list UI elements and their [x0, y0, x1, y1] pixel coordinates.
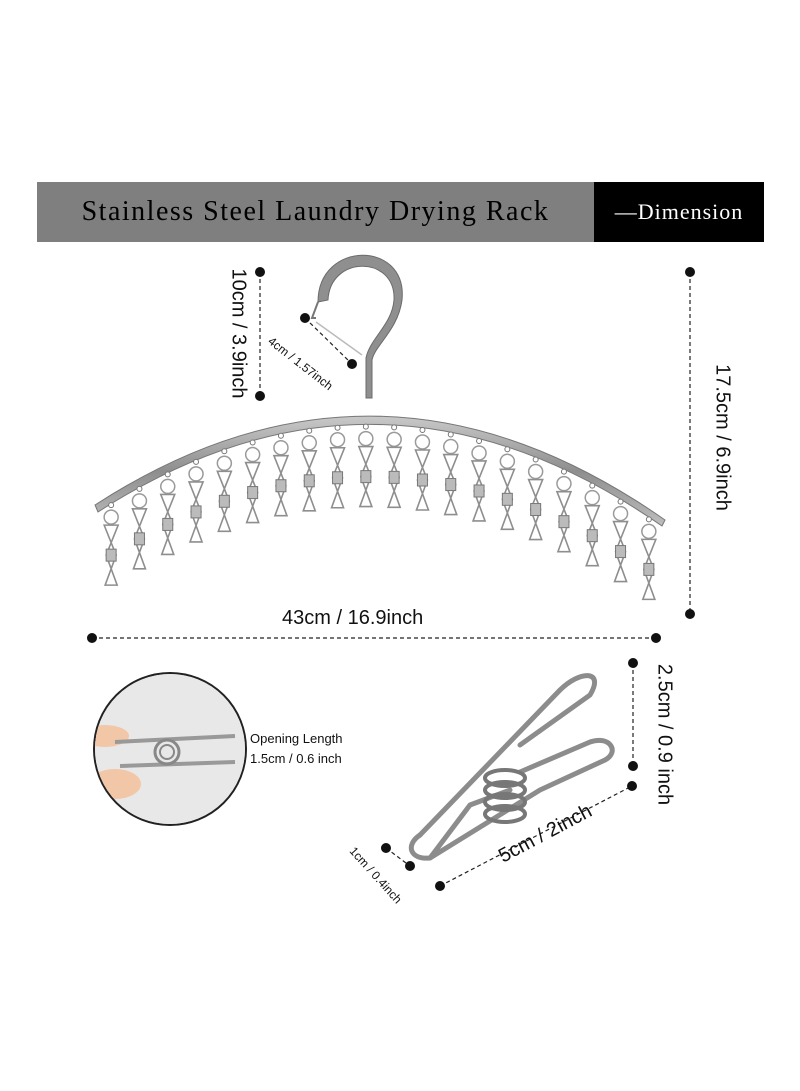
arc-hole: [249, 439, 256, 446]
arc-hole: [532, 456, 539, 463]
arc-hole: [136, 485, 143, 492]
arc-hole: [447, 431, 454, 438]
arc-hole: [645, 516, 652, 523]
arc-hole: [277, 432, 284, 439]
hanging-clip: [640, 523, 658, 601]
hanging-clip: [555, 475, 573, 553]
large-clip-illustration: [408, 673, 615, 861]
hanging-clip: [357, 430, 375, 508]
arc-hole: [306, 427, 313, 434]
hanger-hook: [310, 254, 403, 399]
arc-hole: [193, 458, 200, 465]
label-opening-value: 1.5cm / 0.6 inch: [250, 751, 342, 766]
dimension-lines: [92, 272, 691, 887]
arc-hole: [221, 448, 228, 455]
hanging-clip: [244, 446, 261, 524]
title-banner: Stainless Steel Laundry Drying Rack —Dim…: [37, 182, 764, 242]
banner-tag: —Dimension: [594, 182, 764, 242]
hanging-clip: [102, 509, 120, 586]
hanging-clip: [329, 432, 346, 509]
hanging-clip: [499, 453, 516, 531]
arc-hole: [560, 468, 567, 475]
hanging-clip: [470, 445, 488, 522]
hanging-clip: [414, 434, 431, 511]
banner-title: Stainless Steel Laundry Drying Rack: [37, 182, 594, 242]
arc-hole: [362, 423, 369, 430]
hand-clip-illustration: [95, 674, 245, 824]
hanging-clip: [159, 478, 176, 556]
hanging-clip: [131, 493, 148, 570]
arc-hole: [419, 427, 426, 434]
hanging-clips: [102, 423, 658, 601]
arc-hole: [391, 424, 398, 431]
label-total-width: 43cm / 16.9inch: [282, 607, 424, 629]
hanging-clip: [187, 466, 205, 543]
label-clip-height: 2.5cm / 0.9 inch: [653, 663, 676, 806]
hanging-clip: [301, 435, 318, 512]
hanging-clip: [442, 438, 459, 516]
hanging-clip: [584, 489, 601, 567]
arc-hole: [164, 471, 171, 478]
dimension-dots: [87, 267, 695, 891]
label-opening-title: Opening Length: [250, 731, 343, 746]
hanging-clip: [272, 439, 290, 517]
arc-hole: [504, 446, 511, 453]
arc-hole: [108, 502, 115, 509]
arc-hole: [589, 482, 596, 489]
arc-hole: [334, 424, 341, 431]
hanging-clip: [385, 431, 403, 509]
hanging-clip: [527, 463, 544, 541]
opening-detail-inset: [93, 672, 247, 826]
label-total-height: 17.5cm / 6.9inch: [711, 364, 734, 511]
hanging-clip: [612, 505, 629, 583]
label-hook-height: 10cm / 3.9inch: [227, 268, 250, 399]
arc-hole: [476, 437, 483, 444]
hanging-clip: [216, 455, 233, 533]
hanger-arc: [94, 415, 666, 527]
arc-hole: [617, 498, 624, 505]
